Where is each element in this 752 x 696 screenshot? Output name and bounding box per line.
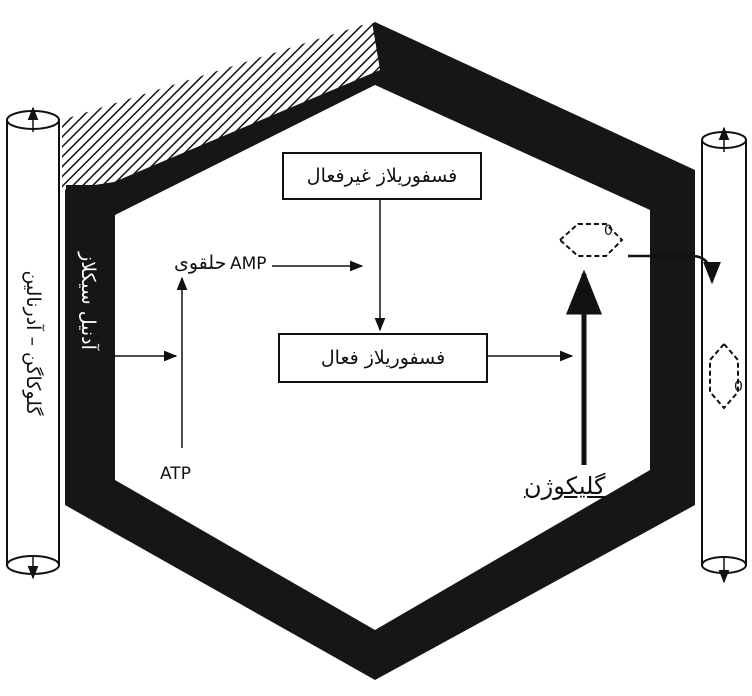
glycogen-label: گلیکوژن [524,472,606,500]
inactive-phosphorylase-label: فسفوریلاز غیرفعال [306,165,458,187]
left-cylinder [6,106,60,580]
glucose-exit-arrow [628,254,721,285]
adenylcyclase-strip [66,185,110,410]
membrane-hatched-segment [62,22,380,190]
cyclic-label: حلقوی [174,252,227,274]
active-phosphorylase-box: فسفوریلاز فعال [278,333,488,383]
glucose-ring-inside [558,223,624,257]
glucose-ring-channel [709,342,739,410]
inactive-phosphorylase-box: فسفوریلاز غیرفعال [282,152,482,200]
atp-label: ATP [160,464,191,484]
active-phosphorylase-label: فسفوریلاز فعال [320,347,446,369]
glucose-channel-mark: 0 [734,379,743,395]
hormone-label: گلوکاگن – آدرنالین [22,270,44,416]
glucose-inside-mark: 0 [604,223,613,239]
amp-label: AMP [230,254,267,274]
adenylcyclase-label: آدنیل سیکلاز [77,252,99,350]
